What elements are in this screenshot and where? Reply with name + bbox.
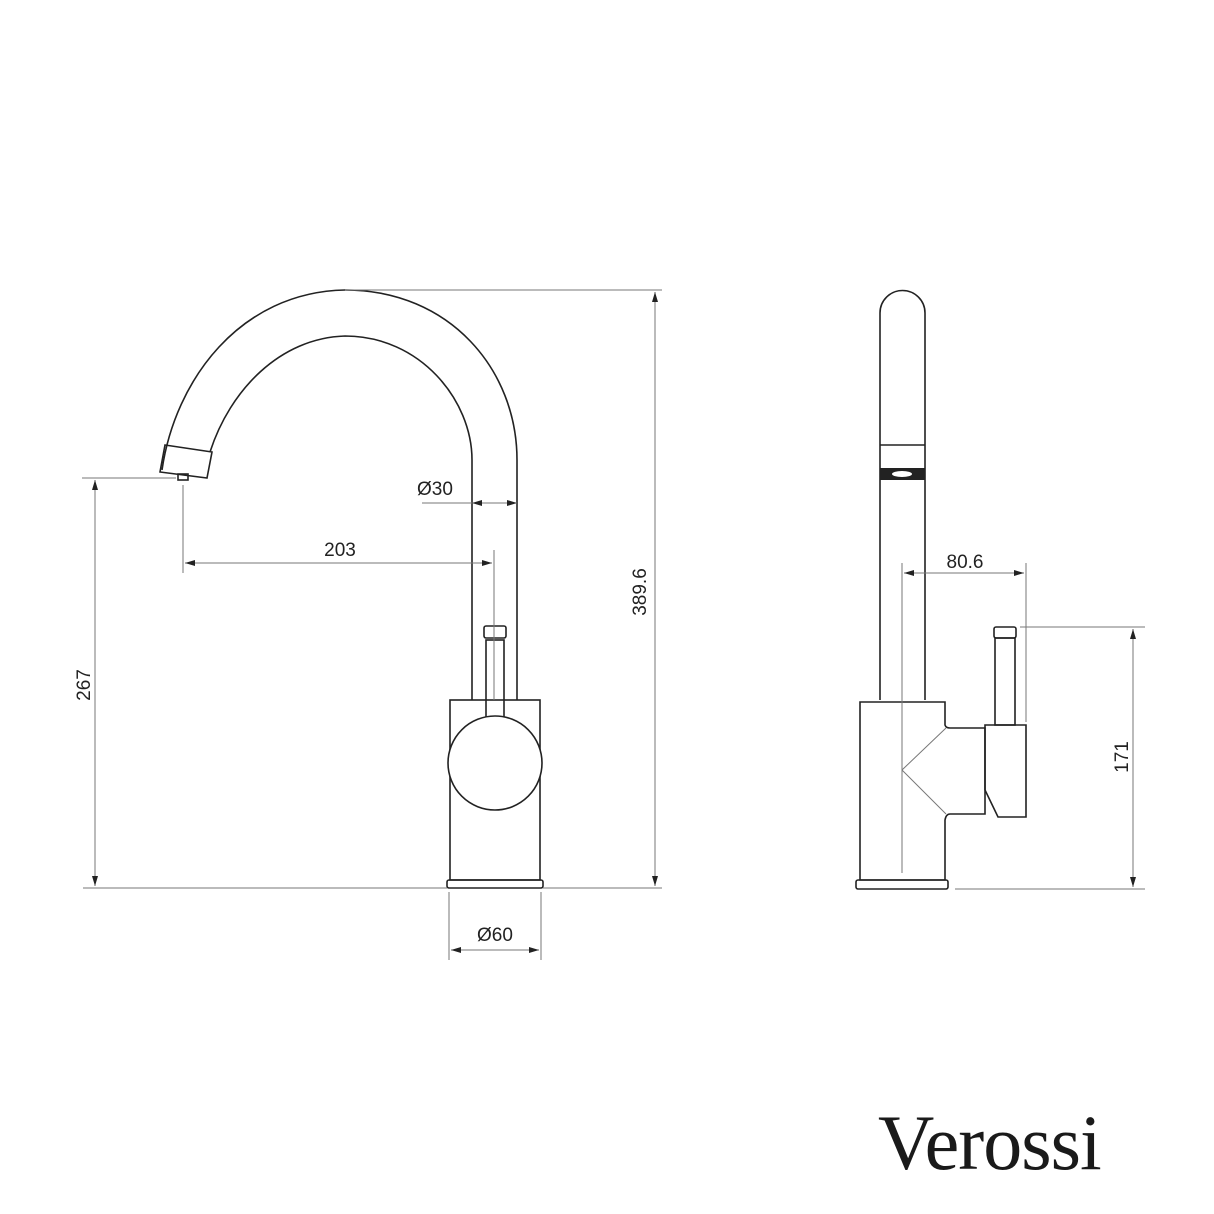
dim-handle-height: 171 [1112, 741, 1133, 773]
spout-nozzle [159, 444, 213, 479]
lever-cap [483, 625, 507, 639]
verossi-logo: Verossi [878, 1099, 1102, 1186]
spout-inner [209, 335, 473, 700]
dim-reach: 203 [324, 540, 356, 561]
dim-outlet-height: 267 [74, 669, 95, 701]
dim-base-diameter: Ø60 [477, 925, 513, 946]
dim-handle-offset: 80.6 [947, 552, 984, 573]
side-handle-block [984, 724, 1027, 818]
spout-outer [161, 289, 518, 700]
side-dimensions: 80.6 171 [904, 552, 1145, 890]
front-dimensions: 389.6 267 203 Ø30 Ø60 [74, 289, 662, 960]
side-view [855, 289, 1027, 890]
dim-overall-height: 389.6 [630, 568, 651, 616]
base-plate [446, 879, 544, 889]
lever-rod [485, 639, 505, 721]
side-lever-cap [993, 626, 1017, 639]
handle-disc [447, 715, 543, 811]
dim-spout-diameter: Ø30 [417, 479, 453, 500]
side-lever-rod [994, 637, 1016, 726]
side-spout-tube [879, 289, 926, 700]
side-base-plate [855, 879, 949, 890]
aerator [177, 473, 189, 481]
front-view [159, 289, 544, 889]
